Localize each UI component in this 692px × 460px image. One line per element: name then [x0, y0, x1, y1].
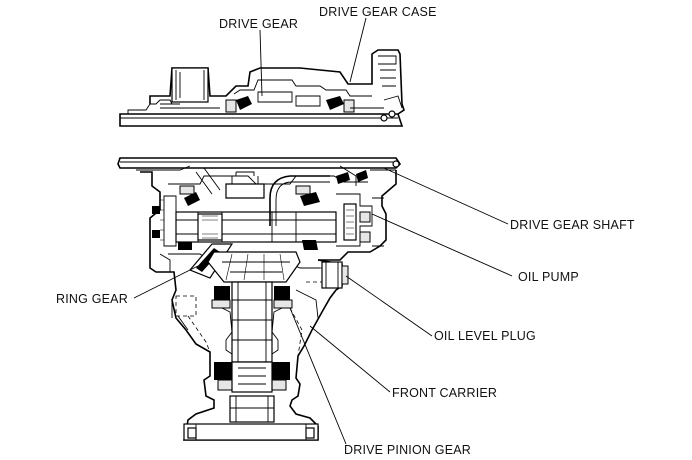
label-drive-gear-shaft: DRIVE GEAR SHAFT	[510, 218, 635, 232]
label-drive-pinion-gear: DRIVE PINION GEAR	[344, 443, 471, 457]
leader-lines	[133, 17, 513, 445]
leader-drive-gear-shaft	[383, 167, 509, 225]
leader-drive-gear-case	[349, 17, 367, 83]
leader-drive-gear	[259, 29, 263, 97]
drive-gear-case-drawing	[119, 49, 405, 127]
label-drive-gear-case: DRIVE GEAR CASE	[319, 5, 437, 19]
leader-ring-gear	[133, 265, 199, 299]
leader-drive-pinion-gear	[289, 307, 347, 445]
front-carrier-drawing	[117, 157, 402, 441]
leader-oil-pump	[371, 213, 513, 277]
label-front-carrier: FRONT CARRIER	[392, 386, 497, 400]
labels: DRIVE GEAR DRIVE GEAR CASE DRIVE GEAR SH…	[56, 5, 635, 457]
label-oil-pump: OIL PUMP	[518, 270, 579, 284]
label-ring-gear: RING GEAR	[56, 292, 128, 306]
leader-oil-level-plug	[345, 275, 433, 337]
label-oil-level-plug: OIL LEVEL PLUG	[434, 329, 536, 343]
leader-front-carrier	[309, 325, 391, 393]
label-drive-gear: DRIVE GEAR	[219, 17, 298, 31]
